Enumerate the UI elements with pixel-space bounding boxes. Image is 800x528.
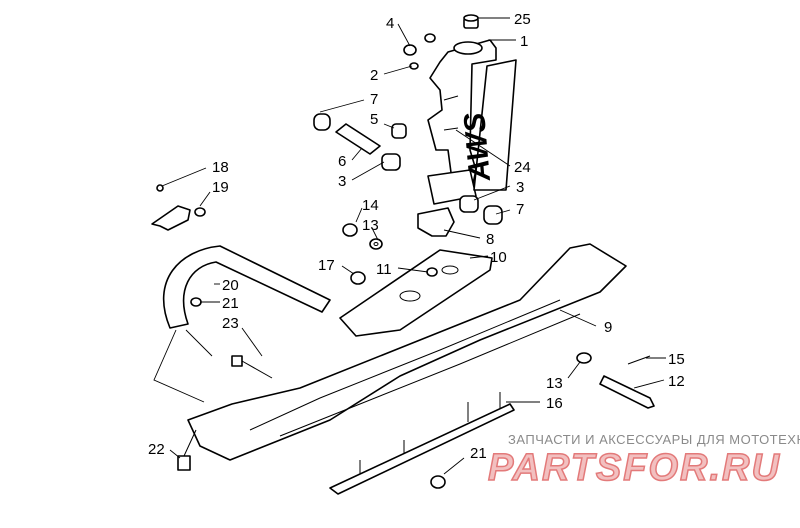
callout-3a-label: 3 <box>338 173 346 190</box>
callout-15: 15 <box>646 351 685 368</box>
callout-20-label: 20 <box>222 277 239 294</box>
callout-15-label: 15 <box>668 351 685 368</box>
callout-14-label: 14 <box>362 197 379 214</box>
callout-9-label: 9 <box>604 319 612 336</box>
spindle-decal: AWS <box>458 59 517 191</box>
watermark-site: PARTSFOR.RU <box>488 447 781 489</box>
callout-13a-label: 13 <box>362 217 379 234</box>
callout-1-label: 1 <box>520 33 528 50</box>
callout-24: 24 <box>455 129 531 176</box>
cap-25 <box>463 14 479 29</box>
nut-21-loop <box>190 297 202 307</box>
callout-18: 18 <box>161 159 229 187</box>
callout-12-label: 12 <box>668 373 685 390</box>
callout-9: 9 <box>559 309 612 336</box>
callout-7a: 7 <box>319 91 378 113</box>
bolt-23 <box>231 355 273 379</box>
callout-16-label: 16 <box>546 395 563 412</box>
callout-1: 1 <box>488 33 528 50</box>
callout-7a-label: 7 <box>370 91 378 108</box>
callout-8: 8 <box>443 229 494 248</box>
callout-17-label: 17 <box>318 257 335 274</box>
callout-5: 5 <box>370 111 395 129</box>
callout-11: 11 <box>376 261 429 278</box>
callout-21b-label: 21 <box>470 445 487 462</box>
callout-25: 25 <box>478 11 531 28</box>
nut-21-bottom <box>430 475 446 489</box>
bolt-22 <box>177 429 197 471</box>
callout-3a: 3 <box>338 161 385 190</box>
callout-11-label: 11 <box>376 261 392 278</box>
nut-2 <box>409 62 419 70</box>
callout-14: 14 <box>355 197 379 223</box>
callout-13a: 13 <box>362 217 379 241</box>
callout-7b: 7 <box>495 201 524 218</box>
callout-22: 22 <box>148 441 181 459</box>
bushing-3-left <box>381 153 401 171</box>
callout-22-label: 22 <box>148 441 165 458</box>
washer-13-bottom <box>576 352 592 364</box>
callout-4-label: 4 <box>386 15 394 32</box>
callout-21b: 21 <box>443 445 487 475</box>
callout-3b-label: 3 <box>516 179 524 196</box>
callout-4: 4 <box>386 15 411 47</box>
callout-7b-label: 7 <box>516 201 524 218</box>
bushing-5 <box>391 123 407 139</box>
bumper-8 <box>417 207 455 237</box>
callout-8-label: 8 <box>486 231 494 248</box>
callout-18-label: 18 <box>212 159 229 176</box>
callout-12: 12 <box>633 373 685 390</box>
callout-13b-label: 13 <box>546 375 563 392</box>
ski-loop-20 <box>162 245 331 329</box>
callout-16: 16 <box>506 395 563 412</box>
callout-10: 10 <box>469 249 507 266</box>
watermark: ЗАПЧАСТИ И АКСЕССУАРЫ ДЛЯ МОТОТЕХНИКИ PA… <box>487 432 800 490</box>
assembly-group-lines <box>153 329 213 403</box>
callout-3b: 3 <box>473 179 524 201</box>
nut-14 <box>342 223 358 237</box>
ski-saddle-10 <box>339 249 493 337</box>
bushing-3-right <box>459 195 479 213</box>
nut-4 <box>403 33 436 56</box>
bolt-12 <box>599 375 655 409</box>
wear-bar-16 <box>329 392 515 495</box>
callout-10-label: 10 <box>490 249 507 266</box>
nut-19 <box>194 207 206 217</box>
callout-24-label: 24 <box>514 159 531 176</box>
sleeve-6 <box>335 123 381 155</box>
callout-6: 6 <box>338 147 363 170</box>
bushing-7-right <box>483 205 503 225</box>
watermark-tagline: ЗАПЧАСТИ И АКСЕССУАРЫ ДЛЯ МОТОТЕХНИКИ <box>508 432 800 447</box>
callout-17: 17 <box>318 257 355 275</box>
callout-13b: 13 <box>546 361 581 392</box>
washer-13-top <box>369 238 383 250</box>
callout-5-label: 5 <box>370 111 378 128</box>
bracket-18 <box>151 184 191 231</box>
callout-23-label: 23 <box>222 315 239 332</box>
callout-6-label: 6 <box>338 153 346 170</box>
callout-21a: 21 <box>200 295 239 312</box>
bushing-7-left <box>313 113 331 131</box>
callout-20: 20 <box>214 277 239 294</box>
ski <box>187 243 627 461</box>
callout-19-label: 19 <box>212 179 229 196</box>
callout-23: 23 <box>222 315 263 357</box>
nut-17 <box>350 271 366 285</box>
callout-19: 19 <box>199 179 229 207</box>
cotter-pin-15 <box>627 355 651 365</box>
callout-2-label: 2 <box>370 67 378 84</box>
callout-25-label: 25 <box>514 11 531 28</box>
callout-2: 2 <box>370 65 413 84</box>
decal-brand: AWS <box>458 111 497 183</box>
callout-21a-label: 21 <box>222 295 239 312</box>
